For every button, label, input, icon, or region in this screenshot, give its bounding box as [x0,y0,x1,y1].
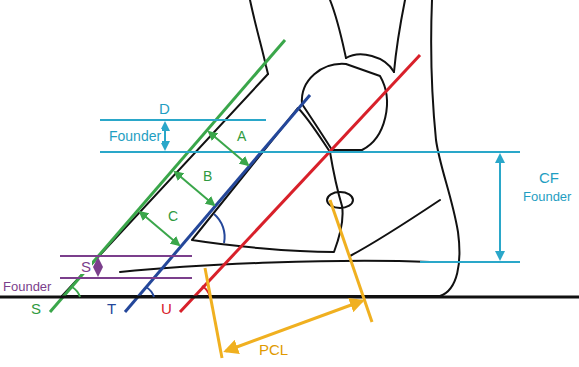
founder-label: D [158,101,171,116]
founder-label: S [80,259,92,274]
line-letter: U [160,301,173,316]
founder-label: Founder [2,280,52,293]
founder-label: Founder [108,129,162,143]
measure-letter: C [167,209,179,223]
founder-label: Founder [522,190,572,203]
founder-label: CF [538,170,560,185]
measure-letter: A [236,129,247,143]
measure-letter: B [202,169,213,183]
line-letter: T [106,301,117,316]
pcl-label: PCL [258,342,289,357]
line-letter: S [30,301,42,316]
